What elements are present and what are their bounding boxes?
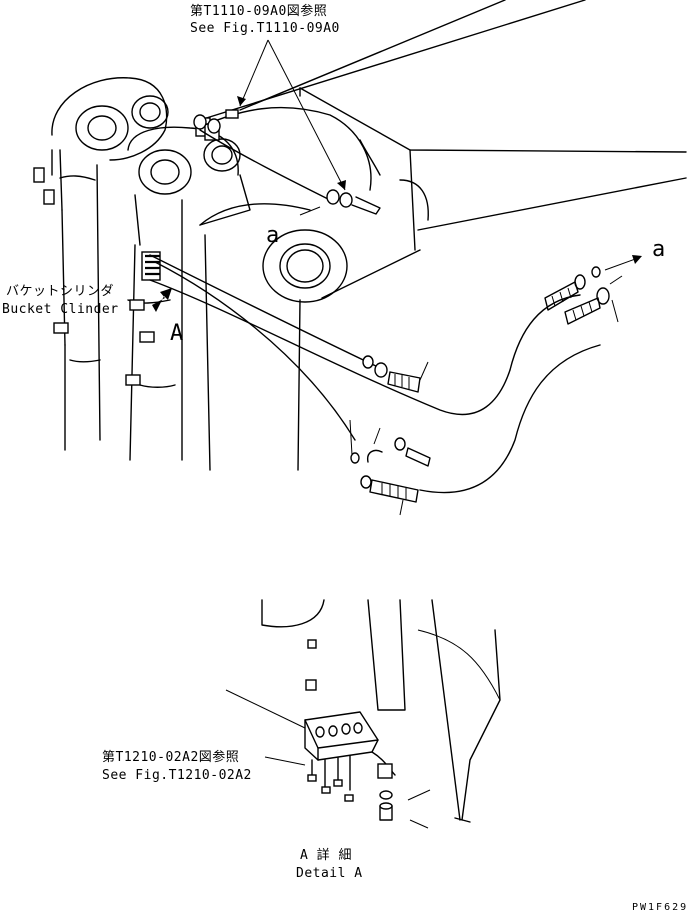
hose-end-fittings-center: [349, 355, 431, 516]
detail-marker-a: A: [170, 321, 184, 346]
reference-note-bottom-jp: 第T1210-02A2図参照: [102, 750, 240, 765]
bucket-cylinder-label-jp: バケットシリンダ: [6, 284, 115, 299]
detail-a-arrow: [152, 288, 172, 312]
drawing-code: PW1F629: [632, 902, 689, 913]
detail-title-en: Detail A: [296, 866, 363, 881]
bucket-cylinder-right: [127, 126, 251, 461]
detail-a-view: [225, 599, 501, 829]
reference-note-top-jp: 第T1110-09A0図参照: [190, 4, 328, 19]
grease-fittings: [141, 117, 220, 281]
arm-pin-boss: [262, 229, 348, 303]
hose-end-fittings-right: [544, 255, 642, 325]
reference-note-bottom-en: See Fig.T1210-02A2: [102, 768, 252, 783]
bucket-cylinder-label-en: Bucket Clinder: [2, 302, 119, 317]
connection-marker-a-left: a: [266, 223, 280, 248]
arm-clamps: [193, 109, 381, 216]
connection-marker-a-right: a: [652, 237, 666, 262]
reference-note-top-en: See Fig.T1110-09A0: [190, 21, 340, 36]
hose-clamps: [33, 167, 155, 386]
bucket-cylinder-left: [51, 77, 169, 451]
reference-leaders-top: [237, 39, 346, 191]
detail-title-jp: A 詳 細: [300, 848, 352, 863]
